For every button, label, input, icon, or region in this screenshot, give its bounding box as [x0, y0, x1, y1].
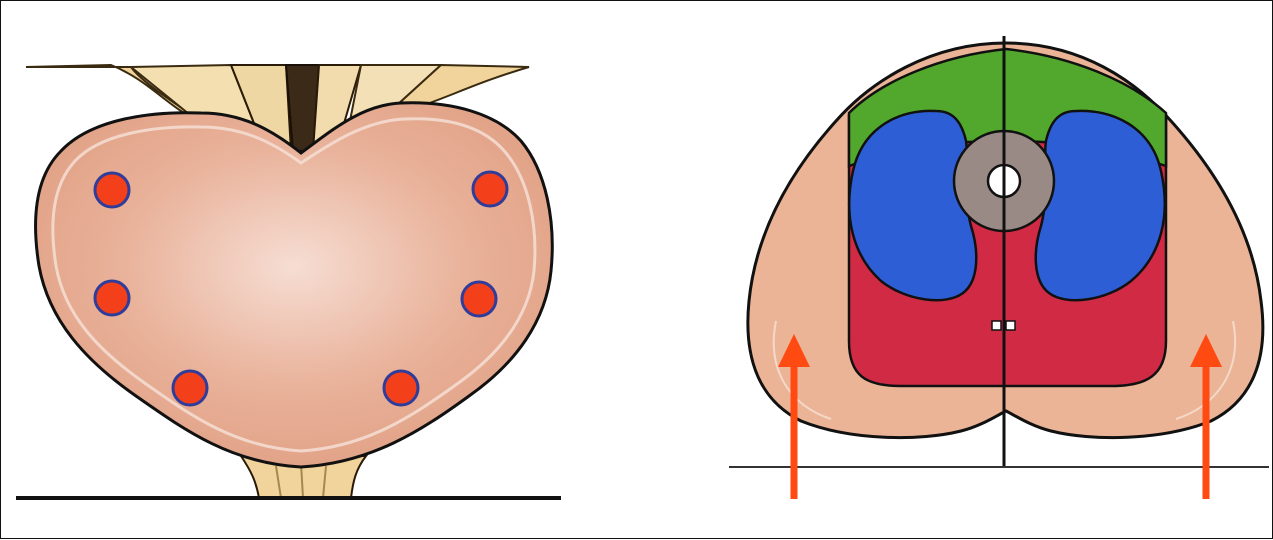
coronal-prostate-figure — [1, 1, 601, 540]
biopsy-point-right-lower — [384, 371, 418, 405]
biopsy-point-left-lower — [173, 371, 207, 405]
biopsy-point-left-mid — [95, 281, 129, 315]
biopsy-point-right-upper — [473, 172, 507, 206]
transition-zone-left — [849, 111, 976, 300]
peripheral-zone — [748, 43, 1263, 438]
urethra-ring — [954, 131, 1054, 231]
transition-zone-right — [1036, 111, 1165, 300]
ejaculatory-duct-right — [1006, 321, 1015, 330]
anterior-zone — [849, 49, 1166, 166]
central-zone — [849, 116, 1166, 386]
right-arrow-icon — [1190, 334, 1222, 499]
ejaculatory-duct-left — [992, 321, 1001, 330]
peripheral-inner-line — [774, 321, 1235, 419]
urethra-lumen — [988, 165, 1020, 197]
left-arrow-icon — [778, 334, 810, 499]
biopsy-point-left-upper — [95, 173, 129, 207]
biopsy-point-right-mid — [462, 282, 496, 316]
